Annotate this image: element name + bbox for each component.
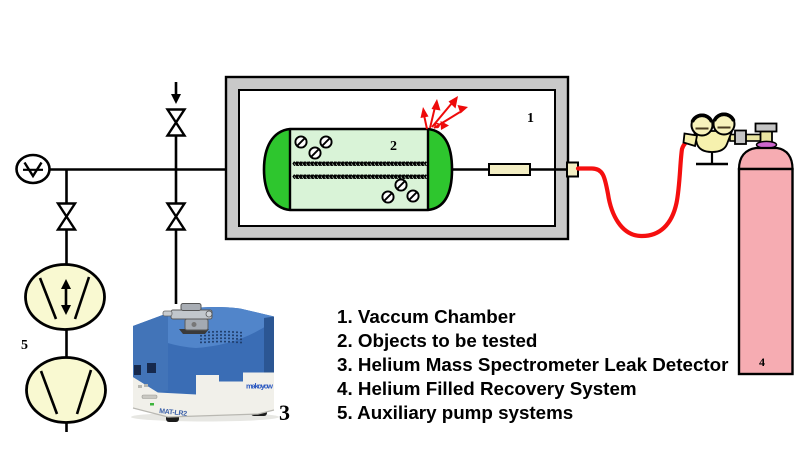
svg-text:2: 2: [390, 139, 397, 154]
svg-text:makoyow: makoyow: [246, 382, 273, 391]
svg-text:3: 3: [279, 400, 290, 425]
svg-text:5: 5: [21, 338, 28, 353]
svg-text:MAT-LR2: MAT-LR2: [159, 408, 188, 418]
svg-text:5. Auxiliary pump systems: 5. Auxiliary pump systems: [337, 402, 573, 423]
svg-text:2. Objects to be tested: 2. Objects to be tested: [337, 330, 537, 351]
svg-text:««««««««««««««««««««««««««««««: «««««««««««««««««««««««««««««««««««: [292, 157, 427, 169]
svg-text:4. Helium Filled Recovery Syst: 4. Helium Filled Recovery System: [337, 378, 637, 399]
svg-text:««««««««««««««««««««««««««««««: «««««««««««««««««««««««««««««««««««: [292, 170, 427, 182]
svg-text:4: 4: [759, 355, 765, 369]
svg-text:««««««««««««««««««««««««««««««: «««««««««««««««««««««««««««««««««««: [293, 170, 428, 182]
svg-text:3. Helium Mass Spectrometer Le: 3. Helium Mass Spectrometer Leak Detecto…: [337, 354, 729, 375]
svg-text:1: 1: [527, 111, 534, 126]
svg-text:1. Vaccum Chamber: 1. Vaccum Chamber: [337, 306, 516, 327]
svg-text:««««««««««««««««««««««««««««««: «««««««««««««««««««««««««««««««««««: [293, 157, 428, 169]
